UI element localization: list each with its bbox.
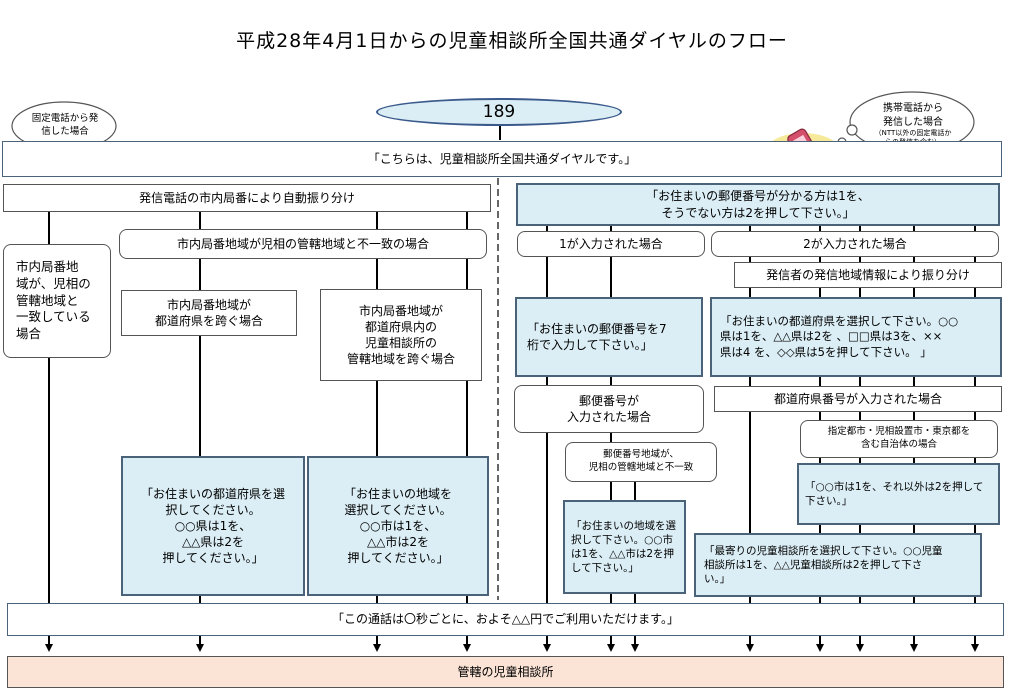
postal-entered-text: 郵便番号が 入力された場合 (566, 393, 651, 424)
postal-mismatch-box: 郵便番号地域が、 児相の管轄地域と不一致 (565, 442, 717, 482)
postal-prompt-box: 「お住まいの郵便番号を7 桁で入力して下さい。」 (515, 297, 703, 377)
designated-city-text: 指定都市・児相設置市・東京都を 含む自治体の場合 (827, 426, 971, 450)
prefecture-select-prompt-box: 「お住まいの都道府県を選択して下さい。○○ 県は1を、△△県は2を 、□□県は3… (710, 297, 1002, 377)
nearest-center-prompt-box: 「最寄りの児童相談所を選択して下さい。○○児童 相談所は1を、△△児童相談所は2… (694, 533, 982, 597)
mismatch-box: 市内局番地域が児相の管轄地域と不一致の場合 (119, 229, 487, 259)
fee-notice-bar: 「この通話は〇秒ごとに、およそ△△円でご利用いただけます。」 (7, 603, 1004, 636)
postal-prompt-text: 「お住まいの郵便番号を7 桁で入力して下さい。」 (527, 321, 667, 352)
greeting-bar: 「こちらは、児童相談所全国共通ダイヤルです。」 (2, 141, 1002, 177)
auto-route-box: 発信電話の市内局番により自動振り分け (3, 184, 491, 212)
cross-area-box: 市内局番地域が 都道府県内の 児童相談所の 管轄地域を跨ぐ場合 (320, 289, 482, 381)
prefecture-entered-box: 都道府県番号が入力された場合 (714, 386, 1002, 412)
postal-question-box: 「お住まいの郵便番号が分かる方は1を、 そうでない方は2を押して下さい。」 (516, 183, 1000, 226)
designated-city-box: 指定都市・児相設置市・東京都を 含む自治体の場合 (800, 420, 998, 458)
cross-prefecture-text: 市内局番地域が 都道府県を跨ぐ場合 (154, 297, 263, 328)
mismatch-text: 市内局番地域が児相の管轄地域と不一致の場合 (176, 236, 429, 251)
caller-route-text: 発信者の発信地域情報により振り分け (766, 267, 970, 282)
area-select-prompt-text: 「お住まいの地域を選 択して下さい。○○市 は1を、△△市は2を押 して下さい。… (571, 519, 676, 575)
city-prompt-box: 「○○市は1を、それ以外は2を押して 下さい。」 (797, 463, 1000, 525)
landline-callout-text: 固定電話から発 信した場合 (31, 113, 99, 137)
city-prompt-text: 「○○市は1を、それ以外は2を押して 下さい。」 (805, 480, 984, 507)
destination-text: 管轄の児童相談所 (457, 664, 554, 679)
cross-area-text: 市内局番地域が 都道府県内の 児童相談所の 管轄地域を跨ぐ場合 (346, 303, 455, 367)
greeting-text: 「こちらは、児童相談所全国共通ダイヤルです。」 (367, 151, 637, 166)
matching-area-box: 市内局番地 域が、児相の 管轄地域と 一致している 場合 (3, 244, 111, 358)
dial-number-oval: 189 (376, 98, 622, 126)
caller-route-box: 発信者の発信地域情報により振り分け (734, 262, 1002, 288)
area-prompt-box: 「お住まいの地域を 選択してください。 ○○市は1を、 △△市は2を 押してくだ… (307, 456, 489, 596)
entered-1-text: 1が入力された場合 (559, 236, 663, 251)
auto-route-text: 発信電話の市内局番により自動振り分け (139, 190, 355, 205)
entered-2-text: 2が入力された場合 (803, 236, 907, 251)
dial-number: 189 (482, 101, 516, 122)
nearest-center-prompt-text: 「最寄りの児童相談所を選択して下さい。○○児童 相談所は1を、△△児童相談所は2… (704, 544, 943, 586)
entered-1-box: 1が入力された場合 (517, 231, 705, 257)
prefecture-entered-text: 都道府県番号が入力された場合 (773, 391, 942, 406)
postal-mismatch-text: 郵便番号地域が、 児相の管轄地域と不一致 (588, 449, 694, 473)
prefecture-prompt-text: 「お住まいの都道府県を選 択してください。 ○○県は1を、 △△県は2を 押して… (140, 486, 285, 566)
fee-notice-text: 「この通話は〇秒ごとに、およそ△△円でご利用いただけます。」 (332, 612, 679, 627)
prefecture-prompt-box: 「お住まいの都道府県を選 択してください。 ○○県は1を、 △△県は2を 押して… (121, 456, 305, 596)
entered-2-box: 2が入力された場合 (711, 231, 999, 257)
cross-prefecture-box: 市内局番地域が 都道府県を跨ぐ場合 (121, 290, 297, 336)
area-select-prompt-box: 「お住まいの地域を選 択して下さい。○○市 は1を、△△市は2を押 して下さい。… (563, 500, 686, 594)
landline-callout: 固定電話から発 信した場合 (18, 110, 112, 142)
postal-question-text: 「お住まいの郵便番号が分かる方は1を、 そうでない方は2を押して下さい。」 (646, 189, 870, 220)
prefecture-select-prompt-text: 「お住まいの都道府県を選択して下さい。○○ 県は1を、△△県は2を 、□□県は3… (720, 313, 959, 359)
matching-area-text: 市内局番地 域が、児相の 管轄地域と 一致している 場合 (16, 258, 91, 342)
postal-entered-box: 郵便番号が 入力された場合 (514, 385, 704, 433)
page-title: 平成28年4月1日からの児童相談所全国共通ダイヤルのフロー (236, 30, 788, 52)
mobile-callout-text: 携帯電話から 発信した場合 (883, 103, 943, 128)
area-prompt-text: 「お住まいの地域を 選択してください。 ○○市は1を、 △△市は2を 押してくだ… (343, 486, 452, 566)
destination-bar: 管轄の児童相談所 (7, 656, 1004, 688)
